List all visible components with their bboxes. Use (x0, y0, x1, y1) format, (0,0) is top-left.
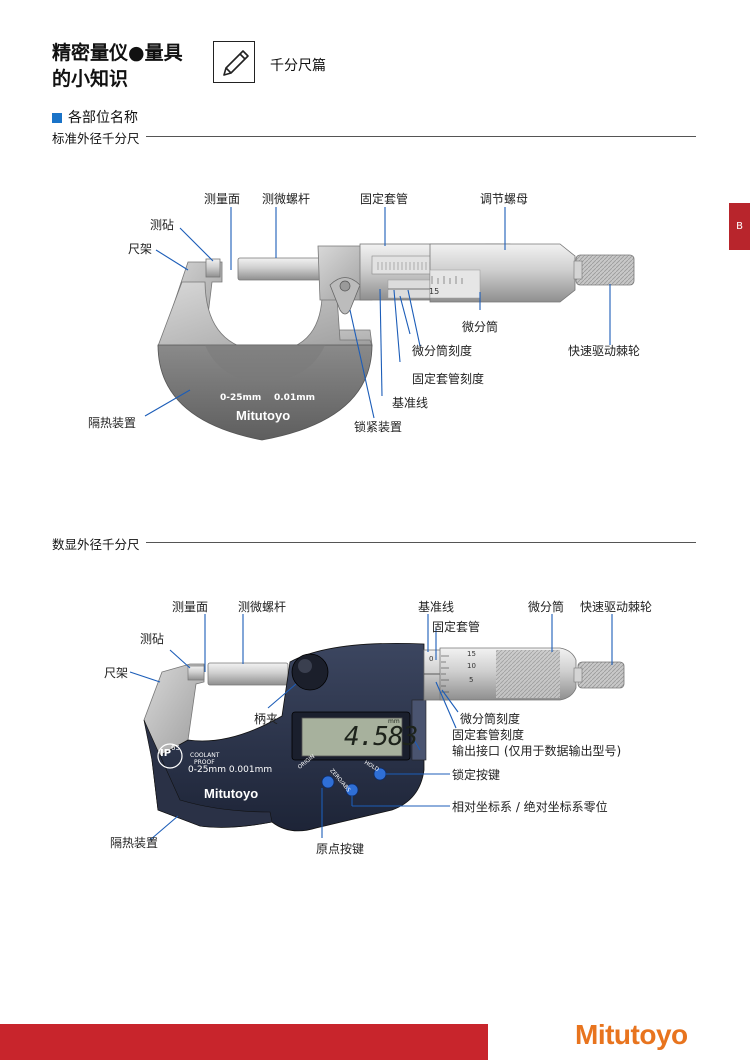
digital-display-value: 4.583 (344, 722, 418, 752)
label-digital-zero-abs: 相对坐标系 / 绝对坐标系零位 (452, 800, 608, 814)
digital-anvil (187, 665, 205, 681)
digital-display-unit: mm (388, 718, 400, 725)
standard-sleeve-number: 15 (429, 287, 440, 296)
label-digital-origin: 原点按键 (316, 842, 365, 856)
label-standard-thimble-scale: 微分筒刻度 (412, 344, 473, 358)
digital-thimble-number-5: 5 (469, 676, 474, 684)
section-bullet (52, 113, 62, 123)
standard-resolution-label: 0.01mm (274, 393, 315, 403)
brand-logo: Mitutoyo (575, 1019, 688, 1050)
standard-maker-label: Mitutoyo (236, 408, 291, 423)
digital-coolant-label: COOLANT (190, 752, 220, 759)
divider-digital (52, 542, 696, 543)
label-digital-anvil: 测砧 (140, 632, 165, 646)
digital-maker-label: Mitutoyo (204, 786, 259, 801)
standard-heat-insulator (157, 344, 373, 441)
section-title: 各部位名称 (52, 107, 138, 127)
label-standard-lock: 锁紧装置 (354, 420, 403, 434)
digital-origin-button (321, 775, 335, 789)
label-standard-heat-insulator: 隔热装置 (88, 416, 137, 430)
section-title-text: 各部位名称 (68, 110, 138, 126)
chapter-tab: B (729, 203, 750, 250)
label-digital-clamp: 柄夹 (254, 712, 279, 726)
label-standard-anvil: 测砧 (150, 218, 175, 232)
label-digital-ratchet: 快速驱动棘轮 (580, 600, 653, 614)
label-standard-measuring-face: 测量面 (204, 192, 241, 206)
label-standard-sleeve-scale: 固定套管刻度 (412, 372, 485, 386)
label-standard-ratchet: 快速驱动棘轮 (568, 344, 641, 358)
digital-lcd (301, 717, 403, 757)
label-digital-sleeve: 固定套管 (432, 620, 481, 634)
label-standard-spindle: 测微螺杆 (262, 192, 311, 206)
standard-heading: 标准外径千分尺 (52, 128, 146, 147)
digital-thimble-number-10: 10 (467, 662, 476, 670)
label-standard-reference-line: 基准线 (392, 396, 429, 410)
label-standard-frame: 尺架 (128, 242, 153, 256)
title-line-2: 的小知识 (52, 68, 129, 90)
divider-standard (52, 136, 696, 137)
label-digital-measuring-face: 测量面 (172, 600, 209, 614)
digital-heading: 数显外径千分尺 (52, 534, 146, 553)
digital-ratchet (577, 661, 625, 689)
title-line-1: 精密量仪●量具 (52, 42, 183, 64)
label-standard-sleeve: 固定套管 (360, 192, 409, 206)
standard-scale-label: 0-25mm (220, 393, 262, 403)
label-digital-sleeve-scale: 固定套管刻度 (452, 728, 525, 742)
footer-bar (0, 1024, 488, 1060)
page-subtitle: 千分尺篇 (270, 58, 326, 74)
label-digital-output: 输出接口 (仅用于数据输出型号) (452, 744, 622, 758)
digital-ip-number: 65 (171, 744, 180, 752)
label-digital-hold: 锁定按键 (452, 768, 501, 782)
digital-ip-label: IP (160, 748, 172, 759)
page-title: 精密量仪●量具 的小知识 (52, 40, 183, 92)
digital-spindle (207, 662, 289, 686)
label-standard-adjusting-nut: 调节螺母 (480, 192, 529, 206)
label-digital-thimble-scale: 微分筒刻度 (460, 712, 521, 726)
pencil-icon (213, 41, 255, 83)
digital-clamp (291, 653, 329, 691)
digital-range-label: 0-25mm 0.001mm (188, 765, 273, 775)
digital-heat-insulator (143, 719, 273, 828)
digital-proof-label: PROOF (194, 759, 215, 766)
label-digital-heat-insulator: 隔热装置 (110, 836, 159, 850)
label-digital-frame: 尺架 (104, 666, 129, 680)
label-digital-reference-line: 基准线 (418, 600, 455, 614)
digital-thimble-number-0: 0 (429, 655, 434, 663)
digital-thimble-number-15: 15 (467, 650, 476, 658)
standard-anvil (205, 258, 221, 278)
label-digital-thimble: 微分筒 (528, 600, 565, 614)
label-standard-thimble: 微分筒 (462, 320, 499, 334)
label-digital-spindle: 测微螺杆 (238, 600, 287, 614)
